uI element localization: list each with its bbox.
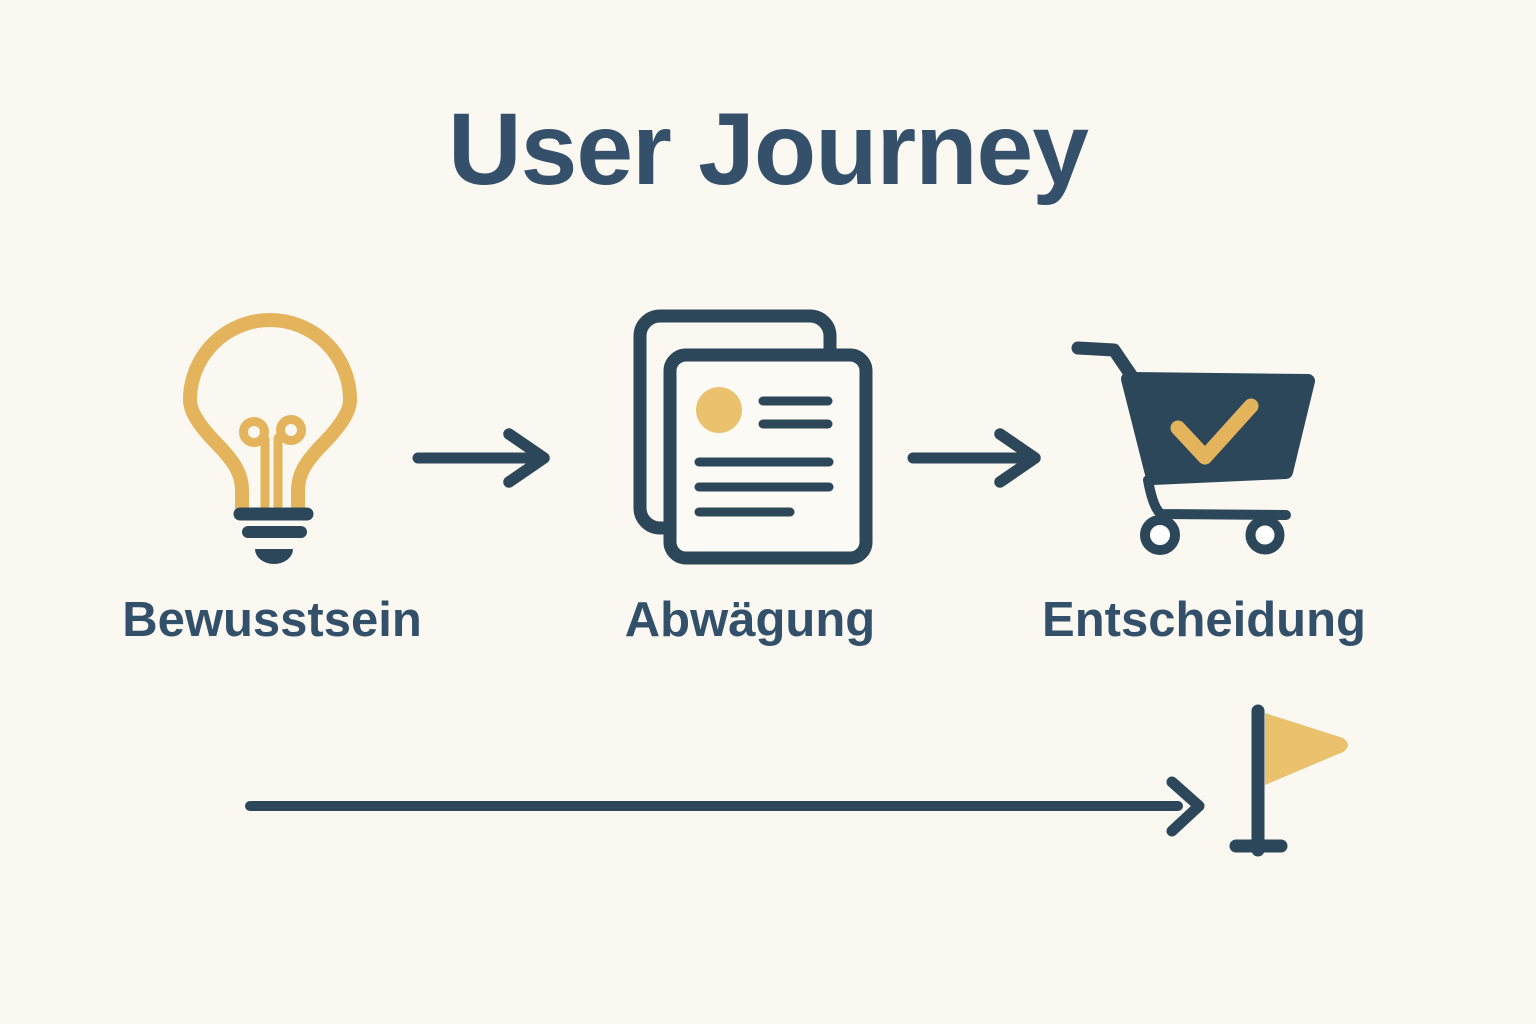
document-avatar-dot bbox=[696, 387, 742, 433]
arrow-right-icon bbox=[412, 428, 550, 488]
stage-label-awareness: Bewusstsein bbox=[122, 593, 422, 647]
page-title: User Journey bbox=[448, 92, 1089, 206]
stage-label-decision: Entscheidung bbox=[1042, 593, 1366, 647]
goal-flag-icon bbox=[1229, 704, 1348, 857]
timeline-arrow-icon bbox=[245, 704, 1348, 857]
documents-icon bbox=[633, 309, 873, 565]
stage-label-consideration: Abwägung bbox=[624, 593, 876, 647]
lightbulb-icon bbox=[183, 313, 357, 564]
cart-check-icon bbox=[1071, 341, 1315, 555]
checkmark-icon bbox=[1170, 398, 1259, 465]
arrow-right-icon bbox=[907, 428, 1041, 488]
